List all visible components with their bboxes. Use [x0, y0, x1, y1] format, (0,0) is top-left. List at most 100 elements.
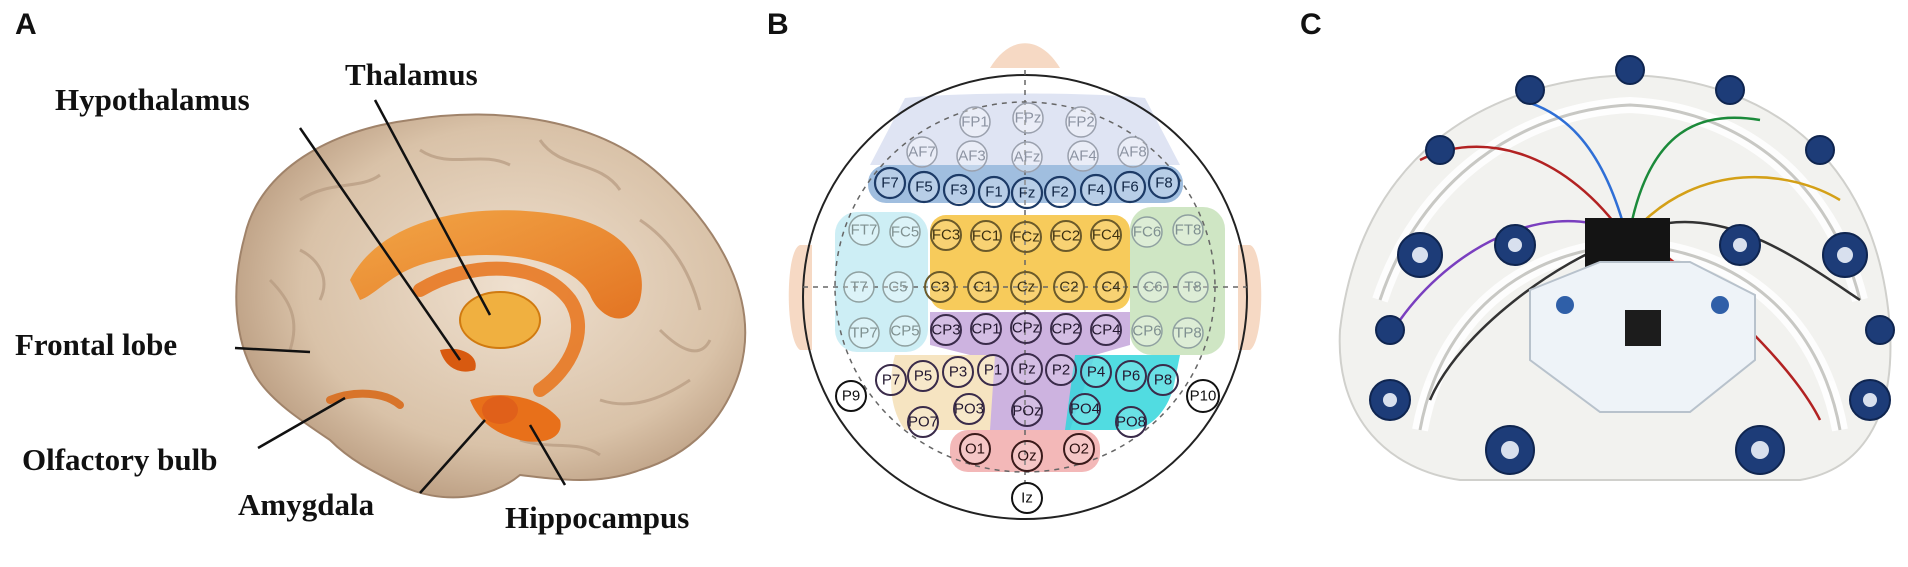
electrode-marker	[1137, 271, 1169, 303]
electrode-label: CP6	[1132, 323, 1161, 340]
electrode-marker	[1090, 314, 1122, 346]
leader-hypothalamus	[298, 127, 462, 361]
electrode-marker	[1065, 106, 1097, 138]
electrode-fc2: FC2	[1050, 220, 1082, 252]
label-frontal-lobe: Frontal lobe	[15, 327, 177, 362]
electrode-marker	[1147, 166, 1181, 200]
electrode-p2: P2	[1045, 354, 1077, 386]
electrode-label: AF7	[908, 144, 936, 161]
electrode-afz: AFz	[1011, 141, 1043, 173]
electrode-cz: Cz	[1010, 271, 1042, 303]
electrode-f4: F4	[1079, 173, 1113, 207]
electrode-marker	[930, 314, 962, 346]
electrode-fc5: FC5	[889, 216, 921, 248]
electrode-oz: Oz	[1011, 440, 1043, 472]
electrode-po4: PO4	[1069, 393, 1101, 425]
electrode-label: AF4	[1069, 148, 1097, 165]
electrode-marker	[1011, 482, 1043, 514]
electrode-ft7: FT7	[848, 214, 880, 246]
electrode-label: C6	[1143, 279, 1162, 296]
electrode-af3: AF3	[956, 140, 988, 172]
electrode-marker	[1147, 364, 1179, 396]
electrode-fz: Fz	[1010, 176, 1044, 210]
olfactory-bulb-shape	[326, 389, 404, 409]
electrode-label: Iz	[1021, 490, 1033, 507]
electrode-label: P7	[882, 372, 900, 389]
electrode-f3: F3	[942, 173, 976, 207]
electrode-label: POz	[1012, 403, 1041, 420]
electrode-marker	[956, 140, 988, 172]
electrode-f6: F6	[1113, 170, 1147, 204]
electrode-label: C2	[1059, 279, 1078, 296]
electrode-label: P5	[914, 368, 932, 385]
leader-thalamus	[373, 99, 492, 316]
electrode-marker	[953, 393, 985, 425]
electrode-marker	[967, 271, 999, 303]
electrode-label: PO4	[1070, 401, 1100, 418]
amygdala-shape	[482, 396, 518, 424]
electrode-marker	[970, 313, 1002, 345]
electrode-label: FC5	[891, 224, 919, 241]
electrode-label: FP2	[1067, 114, 1095, 131]
electrode-fc4: FC4	[1090, 219, 1122, 251]
electrode-marker	[1069, 393, 1101, 425]
electrode-fc1: FC1	[970, 220, 1002, 252]
electrode-iz: Iz	[1011, 482, 1043, 514]
electrode-af7: AF7	[906, 136, 938, 168]
electrode-af8: AF8	[1117, 136, 1149, 168]
electrode-marker	[1063, 433, 1095, 465]
electrode-marker	[873, 166, 907, 200]
electrode-marker	[1090, 219, 1122, 251]
electrode-marker	[970, 220, 1002, 252]
electrode-marker	[959, 433, 991, 465]
label-thalamus: Thalamus	[345, 57, 478, 92]
electrode-cp5: CP5	[889, 315, 921, 347]
electrode-marker	[959, 106, 991, 138]
board-chip	[1625, 310, 1661, 346]
electrode-label: F5	[915, 179, 933, 196]
electrode-label: P2	[1052, 362, 1070, 379]
electrode-marker	[889, 315, 921, 347]
leader-amygdala	[419, 419, 486, 494]
electrode-label: P4	[1087, 364, 1105, 381]
electrode-label: FC6	[1133, 224, 1161, 241]
electrode-marker	[848, 317, 880, 349]
electrode-cp4: CP4	[1090, 314, 1122, 346]
electrode-p4: P4	[1080, 356, 1112, 388]
electrode-marker	[1050, 313, 1082, 345]
leader-hippocampus	[528, 424, 567, 486]
electrode-c4: C4	[1095, 271, 1127, 303]
electrode-marker	[882, 271, 914, 303]
nose	[990, 43, 1060, 68]
electrode-marker	[924, 271, 956, 303]
electrode-tp8: TP8	[1172, 317, 1204, 349]
electrode-label: Pz	[1018, 361, 1036, 378]
electrode-label: CPz	[1012, 320, 1040, 337]
electrode-label: O1	[965, 441, 985, 458]
electrode-cp1: CP1	[970, 313, 1002, 345]
electrode-marker	[907, 360, 939, 392]
electrode-label: AF8	[1119, 144, 1147, 161]
electrode-label: F7	[881, 175, 899, 192]
electrode-marker	[848, 214, 880, 246]
electrode-marker	[1080, 356, 1112, 388]
electrode-o2: O2	[1063, 433, 1095, 465]
electrode-label: T7	[850, 279, 868, 296]
electrode-po7: PO7	[907, 406, 939, 438]
electrode-label: C4	[1101, 279, 1120, 296]
electrode-marker	[889, 216, 921, 248]
electrode-label: FC3	[932, 227, 960, 244]
region-parietal-right	[1065, 355, 1180, 430]
electrode-c2: C2	[1053, 271, 1085, 303]
electrode-pz: Pz	[1011, 353, 1043, 385]
electrode-po3: PO3	[953, 393, 985, 425]
electrode-f5: F5	[907, 170, 941, 204]
electrode-fc6: FC6	[1131, 216, 1163, 248]
electrode-marker	[1050, 220, 1082, 252]
region-parietal	[930, 312, 1130, 430]
brain-illustration: Hypothalamus Thalamus Frontal lobe Olfac…	[15, 57, 747, 535]
corpus-callosum	[350, 210, 642, 319]
fornix	[413, 261, 586, 397]
electrode-marker	[843, 271, 875, 303]
